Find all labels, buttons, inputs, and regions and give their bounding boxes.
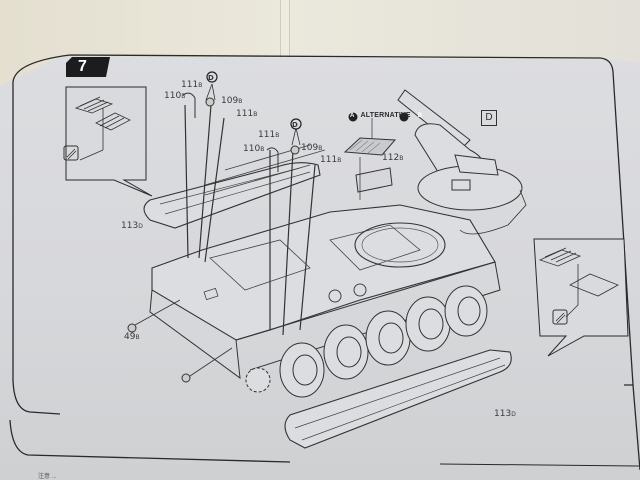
part-label: 111B — [181, 80, 203, 90]
alt-marker-a — [348, 112, 358, 122]
assembly-leader-lines — [184, 104, 316, 336]
bottom-rule — [439, 463, 640, 467]
part-label: 109B — [221, 96, 243, 106]
frame-right-bottom — [632, 384, 640, 471]
drive-sprocket — [245, 367, 271, 393]
part-109b-mid — [290, 145, 300, 155]
track-detail-left — [74, 96, 131, 161]
part-label: 112B — [382, 153, 404, 163]
tool-icon-right — [552, 309, 568, 325]
tool-icon-left — [63, 145, 79, 161]
turret-ring — [354, 222, 446, 268]
callout-marker-d-mid — [290, 118, 302, 130]
small-leader-lines — [134, 83, 301, 377]
road-wheels — [279, 285, 488, 398]
wall-seam — [280, 0, 290, 58]
callout-marker-d-top — [206, 71, 218, 83]
footer-note: 注意 ... — [38, 474, 57, 480]
frame-bottom — [9, 419, 291, 463]
part-110b-top — [182, 92, 196, 118]
part-label: 49B — [124, 332, 140, 342]
part-label: 110B — [243, 144, 265, 154]
track-lower — [284, 349, 512, 449]
gun-assembly — [397, 89, 523, 211]
part-label: 113D — [121, 221, 143, 231]
alt-a-letter: A — [350, 113, 355, 119]
callout-box-left — [65, 86, 153, 197]
alt-marker-b — [399, 112, 409, 122]
marker-d-top-label: D — [208, 74, 214, 82]
part-109b-top — [205, 97, 215, 107]
hull-side — [149, 289, 241, 380]
step-frame — [12, 54, 634, 415]
part-49b-alt — [181, 373, 191, 383]
part-label: 110B — [164, 91, 186, 101]
alt-b-letter: B — [417, 113, 423, 119]
part-112b — [343, 137, 397, 156]
part-110b-mid — [266, 147, 279, 172]
step-number-badge: 7 — [66, 57, 110, 77]
view-marker-d: D — [481, 110, 497, 126]
part-label: 111B — [258, 130, 280, 140]
track-upper — [143, 162, 321, 229]
part-49b — [127, 323, 137, 333]
alternative-label: ALTERNATIVE — [360, 112, 411, 119]
part-label: 113D — [494, 409, 516, 419]
part-label: 111B — [320, 155, 342, 165]
track-detail-right — [538, 247, 619, 318]
part-label: 111B — [236, 109, 258, 119]
marker-d-mid-label: D — [292, 121, 298, 129]
alternative-note: A ALTERNATIVE B — [349, 112, 422, 119]
callout-box-right — [533, 238, 629, 357]
part-label: 109B — [301, 143, 323, 153]
